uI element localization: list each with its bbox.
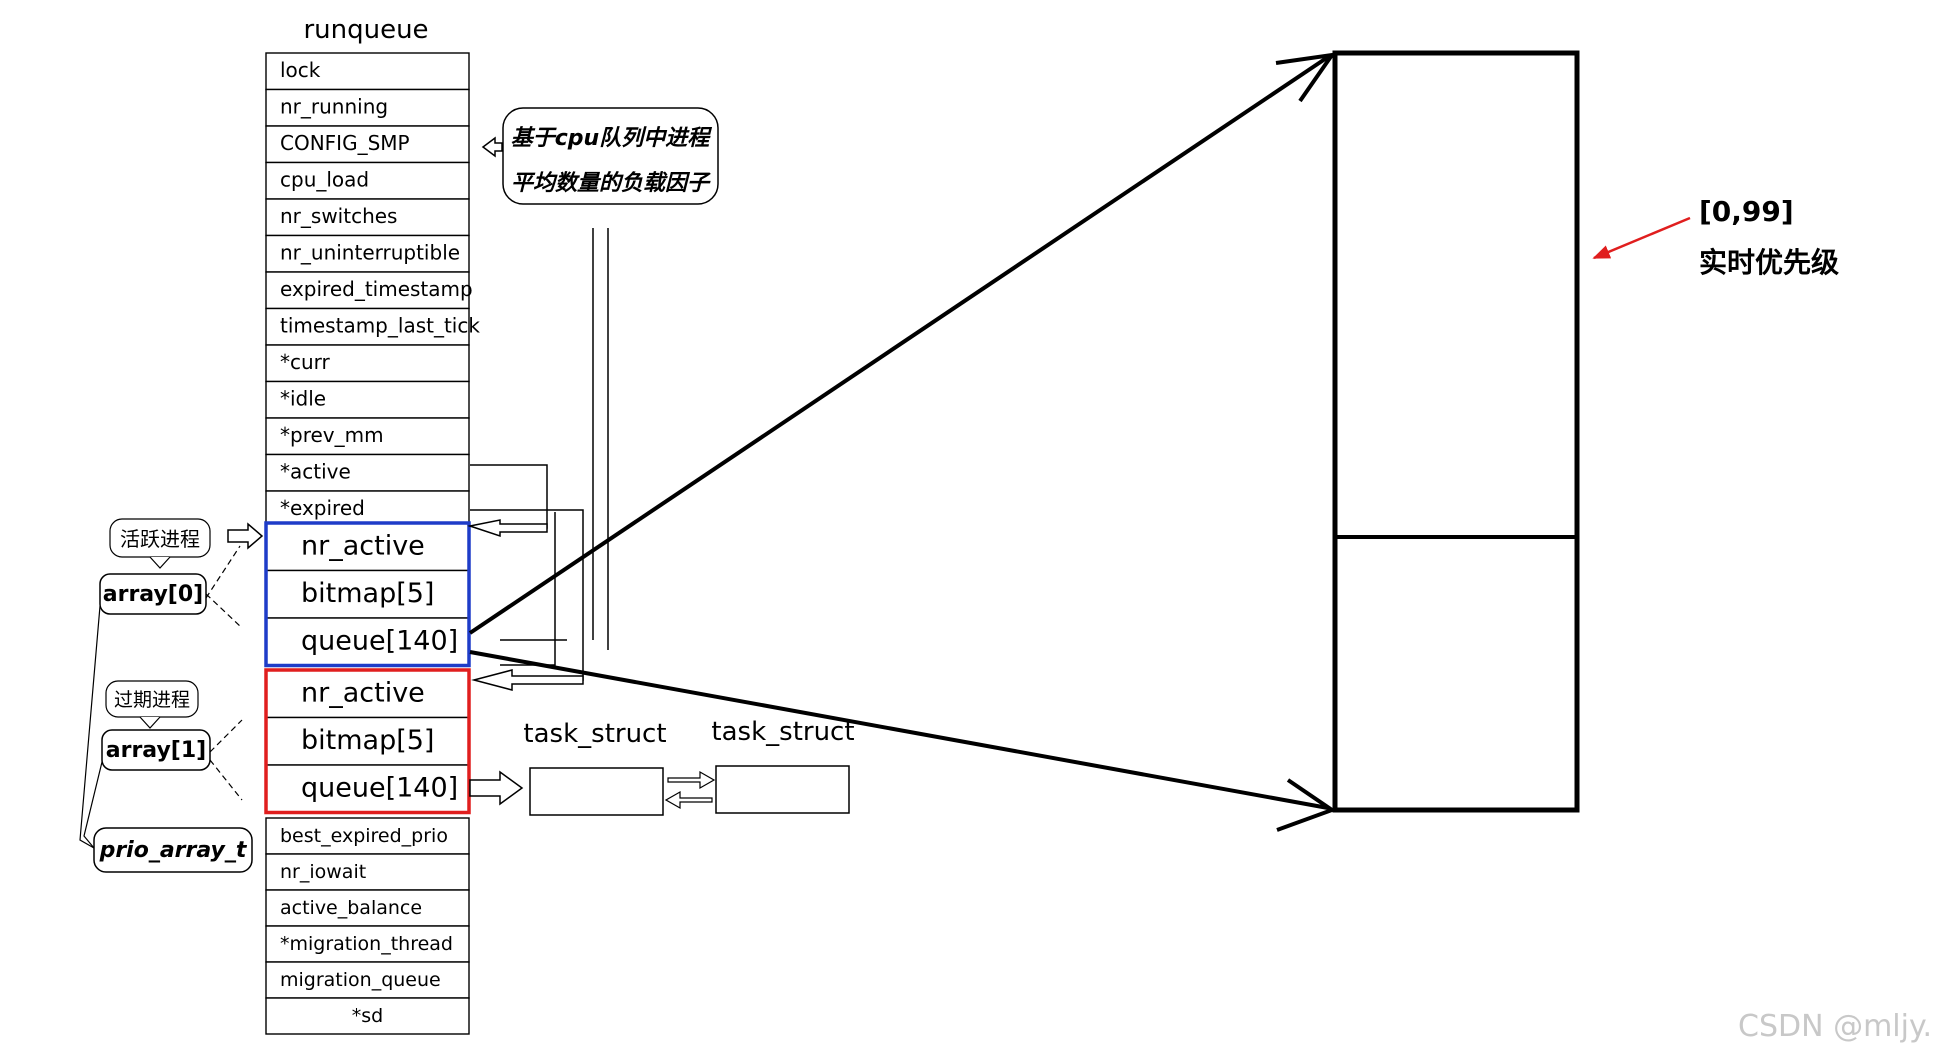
runqueue-tail-field-row <box>265 889 470 927</box>
runqueue-tail-field-label: *migration_thread <box>280 933 453 955</box>
runqueue-field-label: nr_uninterruptible <box>280 241 460 265</box>
task-struct-chain: task_struct task_struct <box>469 717 855 816</box>
expired-process-text: 过期进程 <box>114 689 190 711</box>
runqueue-field-row <box>265 417 470 456</box>
runqueue-tail-field-row <box>265 817 470 855</box>
csdn-watermark: CSDN @mljy. <box>1738 1009 1932 1044</box>
runqueue-tail-field-label: best_expired_prio <box>280 825 448 847</box>
array0-group: nr_active bitmap[5] queue[140] <box>264 521 471 668</box>
task-struct-1-label: task_struct <box>523 719 666 749</box>
array1-text: array[1] <box>106 738 206 763</box>
runqueue-field-row <box>265 453 470 492</box>
runqueue-field-row <box>265 307 470 346</box>
array1-field-label: bitmap[5] <box>301 725 434 756</box>
prio-array-text: prio_array_t <box>99 838 248 863</box>
task-link-forward <box>667 770 716 790</box>
runqueue-tail-field-label: migration_queue <box>280 969 441 991</box>
array0-label: array[0] <box>99 573 207 615</box>
runqueue-field-row <box>265 161 470 200</box>
runqueue-field-label: lock <box>280 58 321 82</box>
runqueue-field-label: *expired <box>280 496 365 520</box>
runqueue-field-label: timestamp_last_tick <box>280 314 480 338</box>
priority-name-text: 实时优先级 <box>1699 246 1839 279</box>
runqueue-field-row <box>265 234 470 273</box>
array1-field-label: nr_active <box>301 677 425 708</box>
runqueue-tail-field-label: active_balance <box>280 897 422 919</box>
priority-range-text: [0,99] <box>1699 195 1794 228</box>
realtime-priority-annotation: [0,99] 实时优先级 <box>1592 195 1839 279</box>
runqueue-tail-fields: best_expired_prio nr_iowait active_balance… <box>265 817 470 1035</box>
runqueue-tail-field-label: nr_iowait <box>280 861 366 883</box>
active-process-text: 活跃进程 <box>120 527 200 551</box>
pointer-connectors <box>467 464 584 691</box>
array1-field-label: queue[140] <box>301 772 458 803</box>
runqueue-field-label: nr_running <box>280 95 388 119</box>
prio-array-brace <box>79 545 243 849</box>
array1-group: nr_active bitmap[5] queue[140] <box>264 668 471 815</box>
array1-field-row <box>265 716 470 766</box>
prio-array-label: prio_array_t <box>93 827 253 873</box>
runqueue-field-label: *active <box>280 460 351 484</box>
expired-process-label: 过期进程 <box>105 680 199 729</box>
runqueue-field-label: expired_timestamp <box>280 277 473 301</box>
cpu-load-callout-line1: 基于cpu队列中进程 <box>511 126 712 151</box>
annotation-arrow <box>1592 216 1691 260</box>
runqueue-field-row <box>265 380 470 419</box>
task-struct-1-box <box>529 767 664 816</box>
callout-hollow-arrow <box>481 136 503 158</box>
array0-border <box>264 521 471 668</box>
active-hollow-arrow <box>227 522 264 550</box>
runqueue-field-label: *idle <box>280 387 326 411</box>
runqueue-field-label: *prev_mm <box>280 423 384 447</box>
array0-text: array[0] <box>103 582 203 607</box>
runqueue-field-label: cpu_load <box>280 168 369 192</box>
runqueue-tail-field-row <box>265 997 470 1035</box>
runqueue-tail-field-row <box>265 961 470 999</box>
cpu-load-callout-line2: 平均数量的负载因子 <box>511 170 711 196</box>
array0-field-label: bitmap[5] <box>301 578 434 609</box>
expansion-line-top <box>468 55 1330 635</box>
array1-label: array[1] <box>101 729 211 771</box>
runqueue-tail-field-label: *sd <box>352 1005 383 1027</box>
runqueue-field-label: nr_switches <box>280 204 397 228</box>
priority-queue-array <box>1332 50 1580 813</box>
queue-expansion-lines <box>468 52 1337 832</box>
runqueue-title: runqueue <box>303 15 428 45</box>
runqueue-field-label: *curr <box>280 350 331 374</box>
expansion-line-bottom <box>469 650 1329 810</box>
expired-pointer-arrow <box>471 669 584 691</box>
array1-border <box>264 668 471 815</box>
task-struct-2-box <box>715 765 850 814</box>
array0-field-label: queue[140] <box>301 625 458 656</box>
task-struct-2-label: task_struct <box>711 717 854 747</box>
active-pointer-arrow <box>467 519 548 538</box>
array0-field-label: nr_active <box>301 530 425 561</box>
task-link-back <box>664 790 713 810</box>
runqueue-field-row <box>265 52 470 91</box>
active-process-label: 活跃进程 <box>109 518 264 569</box>
cpu-load-callout: 基于cpu队列中进程 平均数量的负载因子 <box>481 107 719 650</box>
queue-to-task-arrow <box>469 770 524 806</box>
runqueue-field-label: CONFIG_SMP <box>280 131 410 155</box>
runqueue-field-row <box>265 88 470 127</box>
